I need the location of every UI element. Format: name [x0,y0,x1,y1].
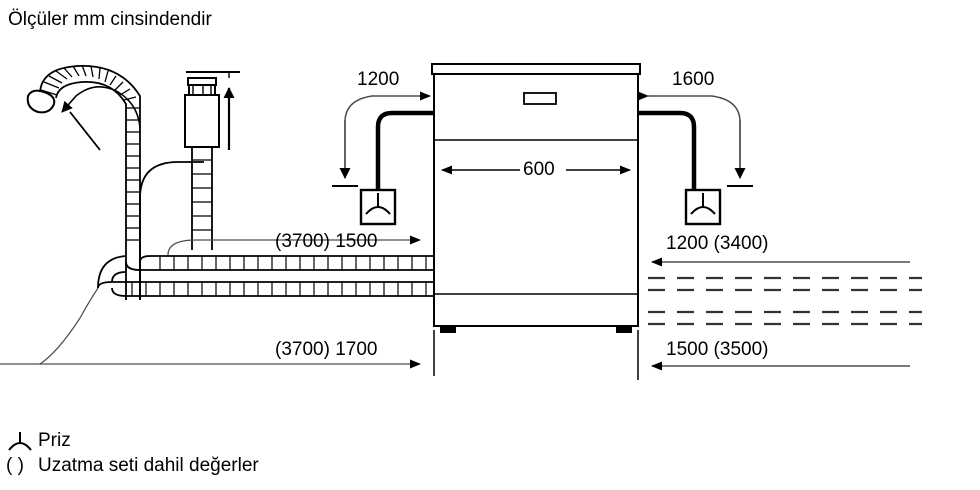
supply-pipes-dashed [648,276,922,326]
appliance-foot-left [440,326,456,333]
dim-bottom-right [637,330,910,380]
dim-mid-left [167,232,435,258]
upper-hose-run [125,161,434,300]
width-dimension-600 [433,120,639,200]
label-top-left-1200: 1200 [357,69,400,90]
dim-bottom-left [0,330,435,376]
hose-end-cap [26,89,56,114]
dishwasher-body [431,63,641,333]
power-cable-left [375,110,434,198]
left-socket-group [332,91,434,226]
right-socket-group [638,91,753,226]
legend-paren-symbol: ( ) [6,455,24,476]
label-top-right-1600: 1600 [672,69,715,90]
aqua-stop-valve [184,71,240,250]
legend-item-priz: Priz [38,430,71,451]
label-bottom-right: 1500 (3500) [666,339,769,360]
appliance-handle [523,92,557,105]
flow-direction-arrow [61,86,141,129]
label-width-600: 600 [523,159,555,180]
power-cable-right [638,110,697,198]
dim-mid-right [637,236,910,300]
label-mid-left: (3700) 1500 [275,231,378,252]
page-title: Ölçüler mm cinsindendir [8,9,212,30]
legend-item-uzatma: Uzatma seti dahil değerler [38,455,259,476]
legend-socket-icon [8,432,32,451]
drain-hose [26,64,141,300]
lower-hose-run [39,255,434,365]
appliance-foot-right [616,326,632,333]
label-bottom-left: (3700) 1700 [275,339,378,360]
label-mid-right: 1200 (3400) [666,233,769,254]
